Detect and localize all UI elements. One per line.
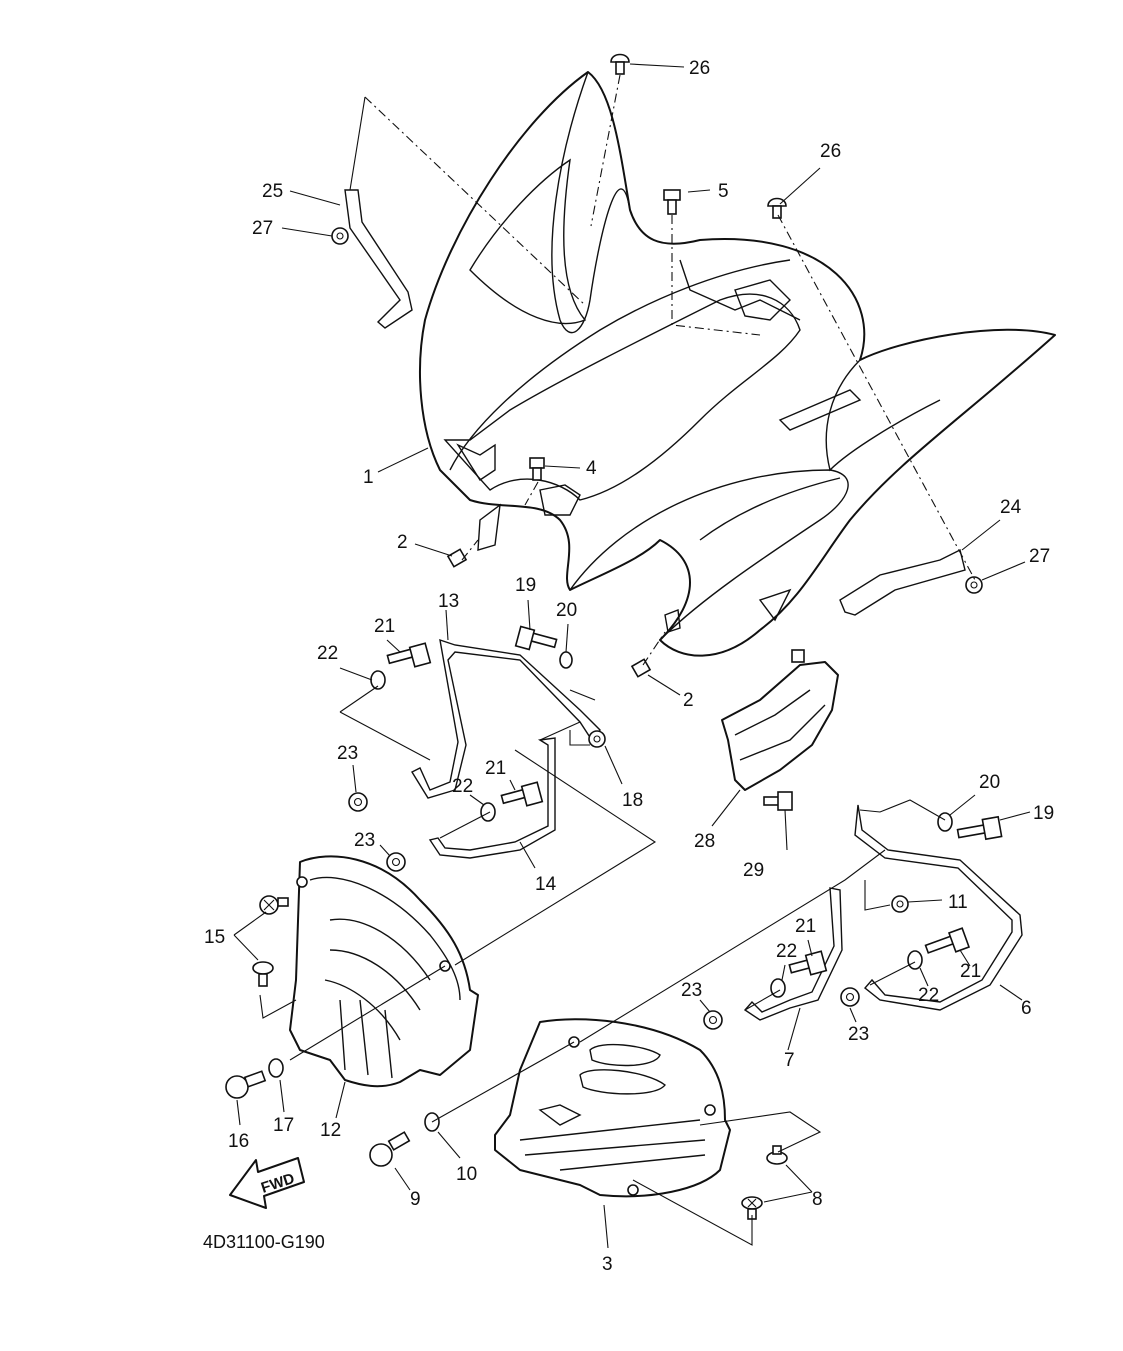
screw-8a <box>766 1145 788 1165</box>
callout-23-a: 23 <box>337 743 358 764</box>
callout-27-right: 27 <box>1029 546 1050 567</box>
bolt-21a <box>386 642 432 668</box>
callout-1: 1 <box>363 467 374 488</box>
bracket-14 <box>428 737 556 859</box>
callout-28: 28 <box>694 831 715 852</box>
bolt-3 <box>529 457 545 481</box>
callout-22-right-b: 22 <box>918 985 939 1006</box>
diagram-code: 4D31100-G190 <box>203 1232 325 1252</box>
callout-labels: 26 26 5 25 27 1 4 2 24 27 19 13 20 21 22… <box>204 58 1054 1275</box>
nut-23c <box>703 1010 723 1030</box>
callout-19-right: 19 <box>1033 803 1054 824</box>
washer-20a <box>559 651 573 669</box>
screw-15a <box>259 895 289 915</box>
bracket-25 <box>344 189 413 329</box>
bolt-4 <box>663 189 681 215</box>
callout-2-left: 2 <box>397 532 408 553</box>
rear-fender <box>419 71 1056 657</box>
fwd-arrow: FWD <box>229 1157 305 1209</box>
clip <box>791 649 805 663</box>
callout-20-top: 20 <box>556 600 577 621</box>
nut-11 <box>891 895 909 913</box>
nut-23a <box>348 792 368 812</box>
bracket-24 <box>839 548 966 616</box>
callout-21-right-a: 21 <box>795 916 816 937</box>
bolt-2-right <box>630 658 652 678</box>
alignment-lines <box>259 74 976 1246</box>
callout-8: 8 <box>812 1189 823 1210</box>
bolt-21b <box>500 781 544 807</box>
callout-15: 15 <box>204 927 225 948</box>
callout-22-right-a: 22 <box>776 941 797 962</box>
collar-17 <box>268 1058 284 1078</box>
callout-22-top: 22 <box>317 643 338 664</box>
callout-7: 7 <box>784 1050 795 1071</box>
callout-21-right-b: 21 <box>960 961 981 982</box>
bracket-6 <box>854 804 1023 1011</box>
screw-8b <box>741 1196 763 1220</box>
callout-22-mid: 22 <box>452 776 473 797</box>
callout-18: 18 <box>622 790 643 811</box>
callout-2-right: 2 <box>683 690 694 711</box>
callout-23-d: 23 <box>848 1024 869 1045</box>
screw-26-top <box>610 53 630 75</box>
nut-23d <box>840 987 860 1007</box>
bolt-29 <box>763 791 793 811</box>
mud-flap-right <box>494 1018 731 1198</box>
bolt-21d <box>924 927 971 954</box>
bolt-19b <box>956 815 1003 841</box>
nut-18 <box>588 730 606 748</box>
bolt-2-left <box>446 548 468 568</box>
callout-10: 10 <box>456 1164 477 1185</box>
callout-25: 25 <box>262 181 283 202</box>
callout-9: 9 <box>410 1189 421 1210</box>
callout-16: 16 <box>228 1131 249 1152</box>
callout-21-mid: 21 <box>485 758 506 779</box>
callout-20-right: 20 <box>979 772 1000 793</box>
callout-5: 3 <box>602 1254 613 1275</box>
nut-23b <box>386 852 406 872</box>
bolt-21c <box>788 950 828 976</box>
screw-26-right <box>767 197 787 219</box>
callout-19-top: 19 <box>515 575 536 596</box>
callout-leaders <box>233 63 1031 1249</box>
screw-15b <box>252 961 274 987</box>
callout-17: 17 <box>273 1115 294 1136</box>
mud-flap-left <box>289 855 479 1088</box>
callout-14: 14 <box>535 874 557 895</box>
nut-27-left <box>331 227 349 245</box>
callout-11: 11 <box>948 892 968 913</box>
callout-23-c: 23 <box>681 980 702 1001</box>
callout-12: 12 <box>320 1120 341 1141</box>
screw-9 <box>369 1131 411 1167</box>
callout-29: 29 <box>743 860 764 881</box>
callout-24: 24 <box>1000 497 1022 518</box>
side-cover <box>721 649 839 791</box>
callout-4: 5 <box>718 181 729 202</box>
callout-26-top: 26 <box>689 58 710 79</box>
callout-13: 13 <box>438 591 459 612</box>
callout-26-right: 26 <box>820 141 841 162</box>
washer-22c <box>770 978 786 998</box>
callout-21-top: 21 <box>374 616 395 637</box>
washer-20b <box>937 812 953 832</box>
callout-23-b: 23 <box>354 830 375 851</box>
nut-27-right <box>965 576 983 594</box>
washer-22b <box>480 802 496 822</box>
callout-3: 4 <box>586 458 597 479</box>
callout-6: 6 <box>1021 998 1032 1019</box>
bracket-13 <box>411 638 601 799</box>
bolt-19a <box>514 625 558 651</box>
callout-27-left: 27 <box>252 218 273 239</box>
screw-16 <box>225 1070 267 1099</box>
washer-22d <box>907 950 923 970</box>
